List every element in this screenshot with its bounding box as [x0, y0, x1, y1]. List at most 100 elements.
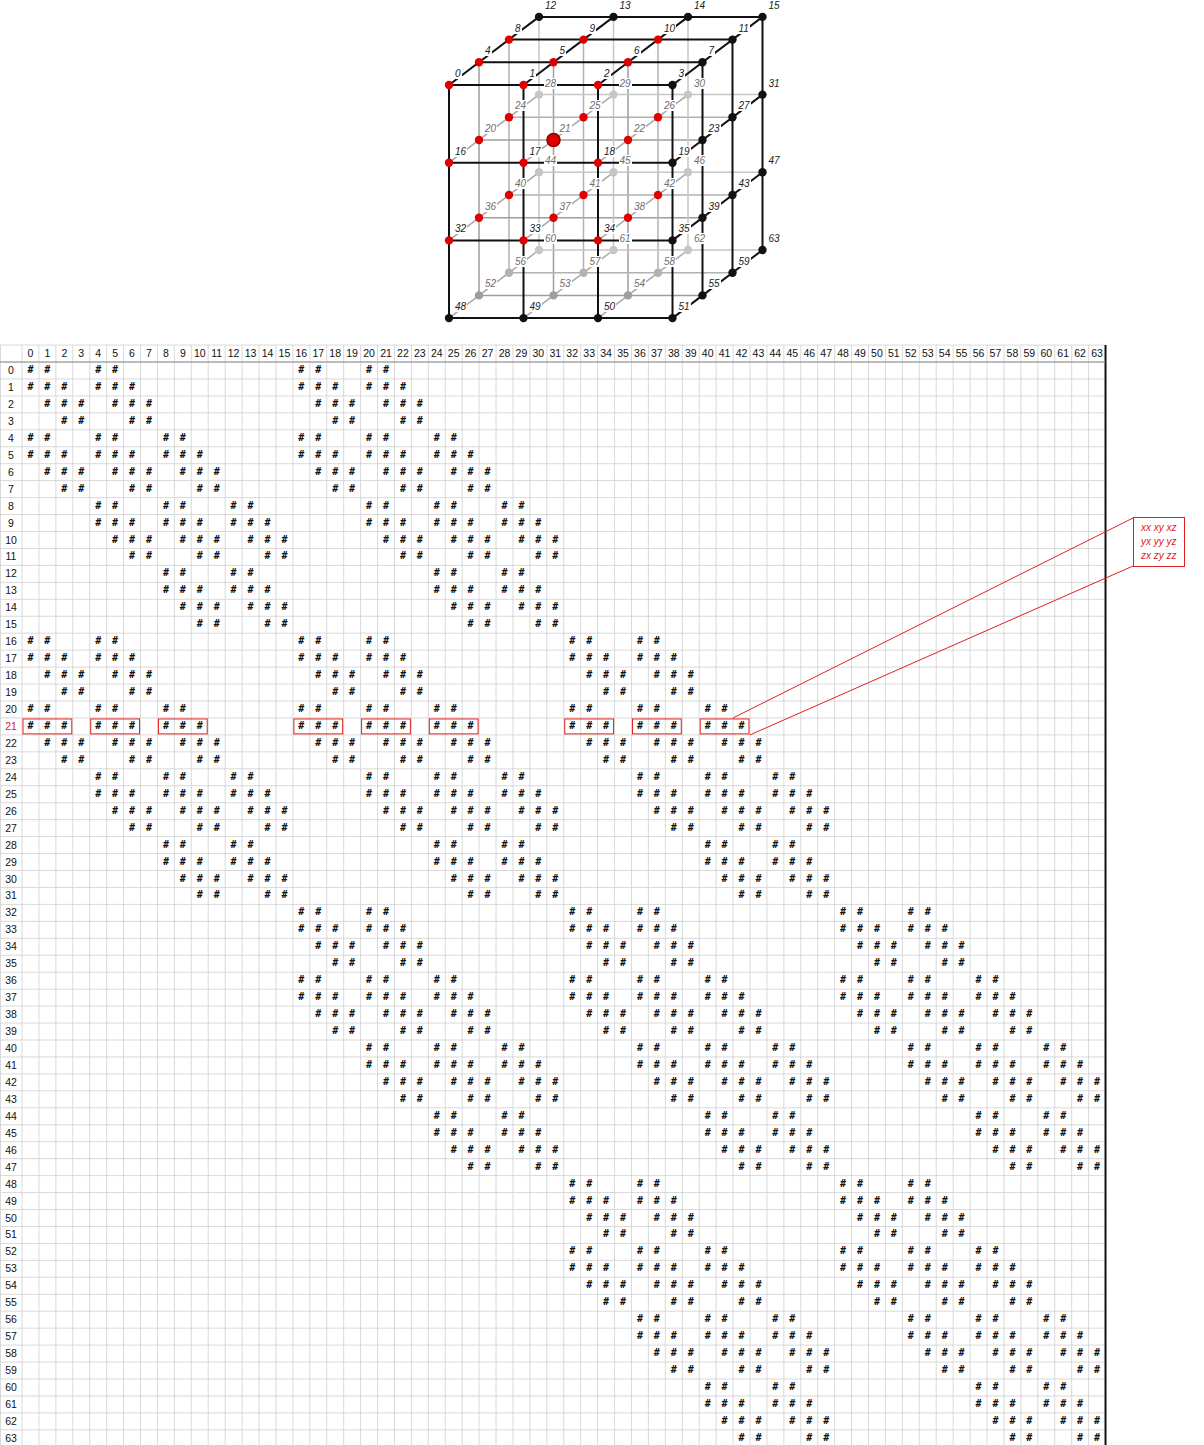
- nonzero-mark: #: [378, 1057, 395, 1074]
- nonzero-mark: #: [394, 515, 411, 532]
- nonzero-mark: #: [835, 972, 852, 989]
- nonzero-mark: #: [462, 1057, 479, 1074]
- column-header: 46: [801, 345, 818, 362]
- leader-line: [750, 566, 1133, 735]
- nonzero-mark: #: [157, 565, 174, 582]
- nonzero-mark: #: [801, 1362, 818, 1379]
- column-header: 40: [699, 345, 716, 362]
- nonzero-mark: #: [733, 735, 750, 752]
- nonzero-mark: #: [462, 1159, 479, 1176]
- nonzero-mark: #: [530, 1091, 547, 1108]
- nonzero-mark: #: [1004, 989, 1021, 1006]
- nonzero-mark: #: [56, 464, 73, 481]
- row-header: 9: [0, 515, 22, 532]
- grid-line: [174, 345, 175, 1445]
- nonzero-mark: #: [107, 769, 124, 786]
- nonzero-mark: #: [428, 989, 445, 1006]
- nonzero-mark: #: [682, 667, 699, 684]
- nonzero-mark: #: [310, 921, 327, 938]
- nonzero-mark: #: [581, 972, 598, 989]
- nonzero-mark: #: [445, 769, 462, 786]
- vertex-number: 23: [708, 123, 721, 134]
- grid-line: [292, 345, 293, 1445]
- nonzero-mark: #: [428, 515, 445, 532]
- column-header: 3: [73, 345, 90, 362]
- vertex-number: 27: [738, 100, 751, 111]
- nonzero-mark: #: [733, 854, 750, 871]
- vertex-dot: [549, 58, 557, 66]
- nonzero-mark: #: [716, 1311, 733, 1328]
- vertex-number: 58: [663, 256, 676, 267]
- grid-line: [0, 1379, 1106, 1380]
- nonzero-mark: #: [259, 548, 276, 565]
- cube-edge-hidden: [449, 95, 539, 163]
- grid-line: [326, 345, 327, 1445]
- column-header: 26: [462, 345, 479, 362]
- column-header: 42: [733, 345, 750, 362]
- nonzero-mark: #: [682, 1294, 699, 1311]
- nonzero-mark: #: [869, 1023, 886, 1040]
- nonzero-mark: #: [716, 718, 733, 735]
- nonzero-mark: #: [665, 1006, 682, 1023]
- vertex-dot: [609, 90, 617, 98]
- cube-edge-hidden: [613, 17, 615, 250]
- nonzero-mark: #: [361, 1040, 378, 1057]
- nonzero-mark: #: [682, 1226, 699, 1243]
- nonzero-mark: #: [479, 1074, 496, 1091]
- nonzero-mark: #: [361, 989, 378, 1006]
- tensor-components: yx yy yz: [1141, 535, 1177, 549]
- nonzero-mark: #: [682, 938, 699, 955]
- nonzero-mark: #: [462, 447, 479, 464]
- grid-line: [0, 395, 1106, 396]
- row-header: 34: [0, 938, 22, 955]
- nonzero-mark: #: [445, 599, 462, 616]
- nonzero-mark: #: [631, 718, 648, 735]
- nonzero-mark: #: [310, 362, 327, 379]
- nonzero-mark: #: [411, 955, 428, 972]
- nonzero-mark: #: [784, 803, 801, 820]
- vertex-number: 3: [678, 68, 686, 79]
- nonzero-mark: #: [411, 684, 428, 701]
- nonzero-mark: #: [547, 1159, 564, 1176]
- grid-line: [0, 1175, 1106, 1176]
- vertex-dot: [535, 13, 543, 21]
- nonzero-mark: #: [141, 684, 158, 701]
- nonzero-mark: #: [936, 1260, 953, 1277]
- nonzero-mark: #: [327, 752, 344, 769]
- nonzero-mark: #: [327, 447, 344, 464]
- nonzero-mark: #: [174, 582, 191, 599]
- cube-edge: [539, 16, 763, 18]
- vertex-number: 28: [544, 78, 557, 89]
- nonzero-mark: #: [767, 786, 784, 803]
- nonzero-mark: #: [90, 650, 107, 667]
- row-header: 11: [0, 548, 22, 565]
- nonzero-mark: #: [1072, 1142, 1089, 1159]
- nonzero-mark: #: [1055, 1396, 1072, 1413]
- row-header: 50: [0, 1210, 22, 1227]
- nonzero-mark: #: [276, 820, 293, 837]
- nonzero-mark: #: [208, 871, 225, 888]
- row-header: 4: [0, 430, 22, 447]
- nonzero-mark: #: [107, 786, 124, 803]
- grid-line: [1054, 345, 1055, 1445]
- nonzero-mark: #: [1072, 1396, 1089, 1413]
- nonzero-mark: #: [936, 1362, 953, 1379]
- nonzero-mark: #: [733, 1396, 750, 1413]
- nonzero-mark: #: [124, 752, 141, 769]
- nonzero-mark: #: [191, 887, 208, 904]
- nonzero-mark: #: [479, 1142, 496, 1159]
- nonzero-mark: #: [310, 972, 327, 989]
- nonzero-mark: #: [276, 599, 293, 616]
- nonzero-mark: #: [530, 887, 547, 904]
- nonzero-mark: #: [885, 1226, 902, 1243]
- nonzero-mark: #: [885, 938, 902, 955]
- nonzero-mark: #: [682, 1074, 699, 1091]
- grid-line: [0, 345, 1, 1445]
- grid-line: [1071, 345, 1072, 1445]
- nonzero-mark: #: [615, 735, 632, 752]
- vertex-dot: [698, 291, 706, 299]
- vertex-dot: [758, 246, 766, 254]
- column-header: 8: [157, 345, 174, 362]
- nonzero-mark: #: [327, 650, 344, 667]
